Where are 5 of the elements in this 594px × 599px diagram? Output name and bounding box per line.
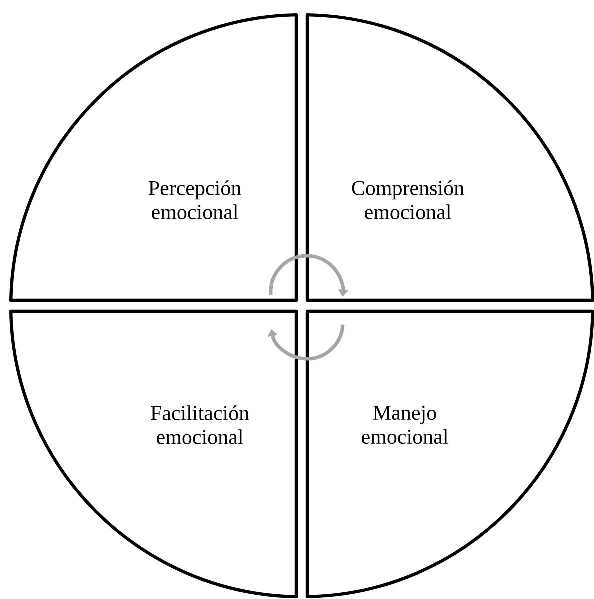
quadrant-segment: Percepción emocional [9, 13, 298, 302]
quadrant-segment: Facilitación emocional [9, 310, 298, 599]
quadrant-segment: Comprensión emocional [306, 13, 594, 302]
quadrant-segment: Manejo emocional [306, 310, 594, 599]
curved-arrow [268, 324, 345, 361]
